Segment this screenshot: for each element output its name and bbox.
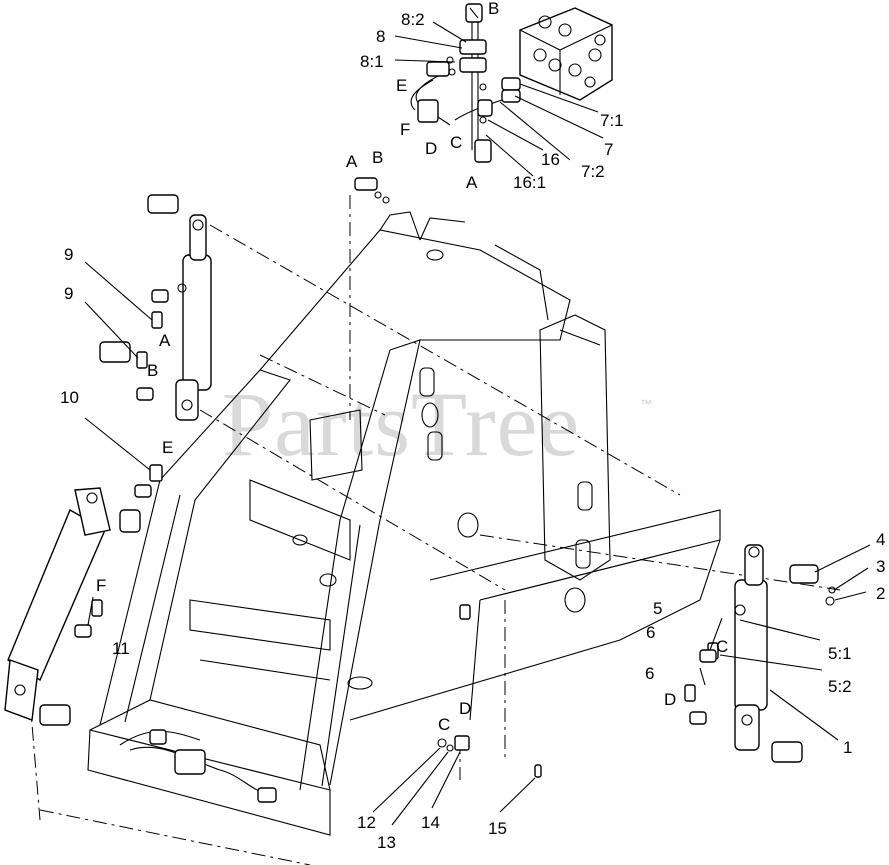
- callout-c-bot: C: [438, 715, 450, 734]
- callout-b-mid: B: [372, 148, 383, 167]
- left-lower-cylinder: [4, 464, 163, 726]
- callout-c-right: C: [716, 637, 728, 656]
- callout-f-top: F: [400, 120, 410, 139]
- callout-a-left: A: [159, 331, 171, 350]
- callout-9b: 9: [64, 284, 73, 303]
- clamp-hardware: [354, 177, 542, 778]
- callout-d-bot: D: [459, 699, 471, 718]
- callout-3: 3: [876, 557, 885, 576]
- callout-b-left: B: [147, 361, 158, 380]
- loader-frame: [87, 211, 721, 836]
- watermark-trademark: ™: [640, 397, 652, 411]
- callout-5-1: 5:1: [828, 644, 852, 663]
- callout-8-2: 8:2: [401, 10, 425, 29]
- callout-d-top: D: [425, 139, 437, 158]
- callout-labels: 8:2 8 8:1 B E F D C A 16 16:1 7:1 7 7:2 …: [60, 0, 885, 852]
- callout-8: 8: [376, 27, 385, 46]
- callout-b-top: B: [488, 0, 499, 18]
- control-valve: [519, 7, 613, 101]
- valve-hoses: [410, 3, 521, 163]
- callout-7-1: 7:1: [600, 111, 624, 130]
- callout-10: 10: [60, 388, 79, 407]
- callout-4: 4: [876, 530, 885, 549]
- callout-11: 11: [112, 639, 130, 658]
- callout-a-mid: A: [346, 152, 358, 171]
- callout-f-left: F: [96, 576, 106, 595]
- callout-e-top: E: [396, 76, 407, 95]
- callout-12: 12: [357, 813, 376, 832]
- callout-6a: 6: [646, 623, 655, 642]
- leader-lines: [84, 7, 871, 826]
- callout-5: 5: [653, 599, 662, 618]
- callout-d-right: D: [664, 690, 676, 709]
- callout-15: 15: [488, 819, 507, 838]
- callout-8-1: 8:1: [360, 52, 384, 71]
- callout-13: 13: [377, 833, 396, 852]
- callout-c-top: C: [450, 133, 462, 152]
- callout-e-left: E: [162, 438, 173, 457]
- callout-a-top: A: [466, 173, 478, 192]
- callout-7-2: 7:2: [581, 162, 605, 181]
- callout-16: 16: [541, 150, 560, 169]
- alignment-lines: [29, 195, 841, 865]
- callout-16-1: 16:1: [513, 173, 546, 192]
- callout-7: 7: [604, 140, 613, 159]
- callout-9a: 9: [64, 245, 73, 264]
- callout-6b: 6: [645, 664, 654, 683]
- callout-1: 1: [843, 738, 852, 757]
- callout-5-2: 5:2: [828, 677, 852, 696]
- callout-2: 2: [876, 584, 885, 603]
- left-upper-cylinder: [99, 194, 212, 421]
- right-cylinder: [684, 544, 836, 763]
- callout-14: 14: [421, 813, 440, 832]
